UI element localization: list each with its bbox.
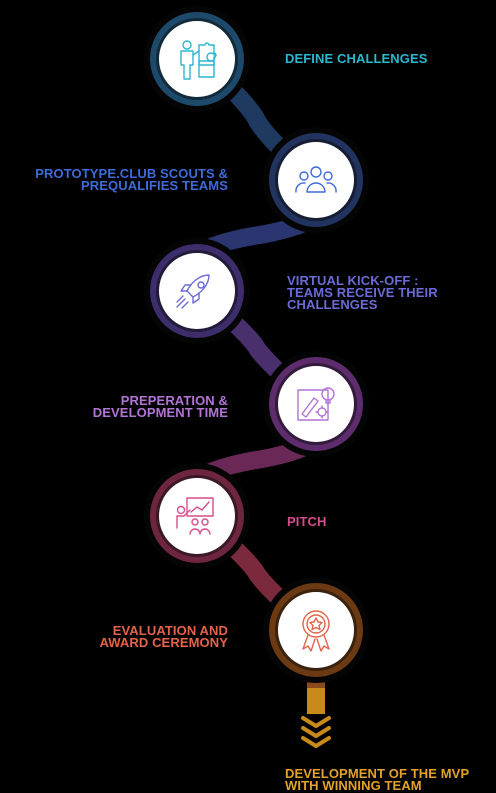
step-node-4 [263,351,369,457]
step-node-5 [144,463,250,569]
step-node-1 [144,6,250,112]
award-medal-icon [302,610,330,652]
down-arrow-icon [301,688,331,748]
step-label-pitch: PITCH [287,514,327,529]
team-group-icon [295,166,337,193]
step-label-virtual-kickoff: VIRTUAL KICK-OFF : TEAMS RECEIVE THEIR C… [287,273,438,312]
step-label-mvp-development: DEVELOPMENT OF THE MVP WITH WINNING TEAM [285,766,470,793]
presentation-icon [176,497,214,535]
puzzle-person-icon [180,40,217,80]
step-node-3 [144,238,250,344]
step-nodes [144,6,369,683]
step-node-2 [263,127,369,233]
step-label-define-challenges: DEFINE CHALLENGES [285,51,428,66]
design-idea-icon [297,387,335,421]
step-label-preparation: PREPERATION & DEVELOPMENT TIME [92,393,228,420]
step-label-scouts-prequalifies: PROTOTYPE.CLUB SCOUTS & PREQUALIFIES TEA… [35,166,228,193]
step-label-evaluation: EVALUATION AND AWARD CEREMONY [99,623,228,650]
rocket-icon [176,274,210,309]
step-node-6 [263,577,369,683]
